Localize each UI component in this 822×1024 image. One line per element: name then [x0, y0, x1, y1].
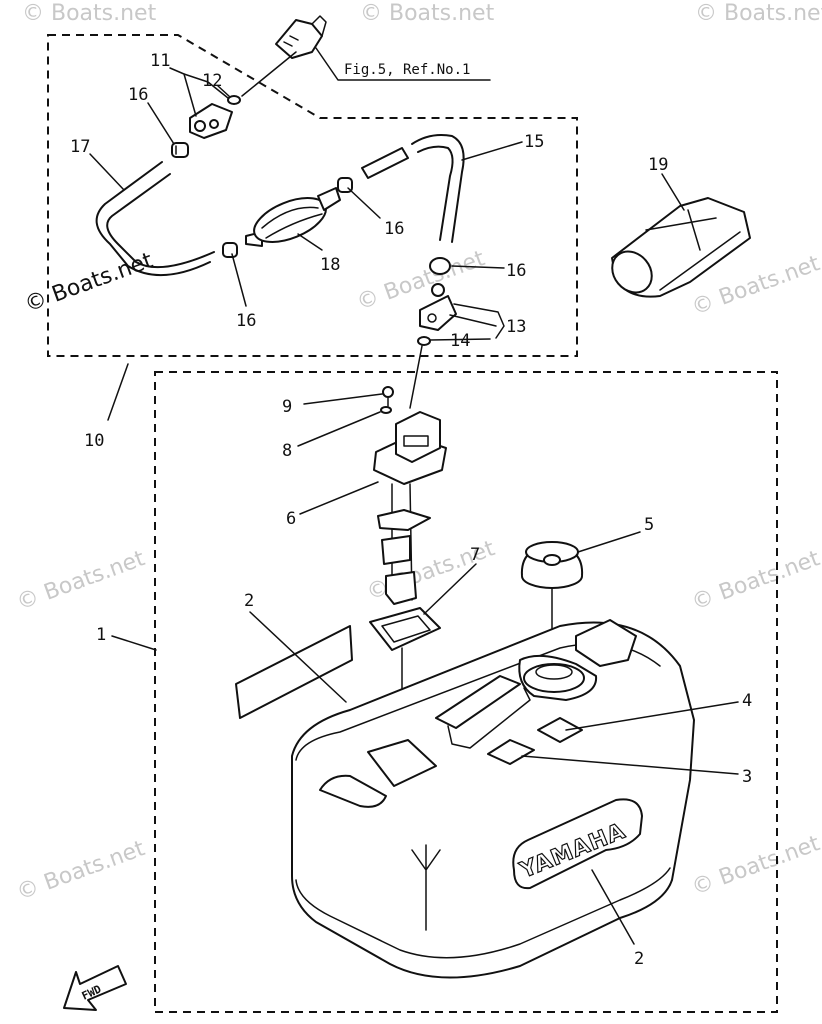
part-12-o-ring — [227, 95, 241, 105]
engine-fuel-connector — [241, 15, 327, 97]
watermark: © Boats.net — [360, 1, 495, 26]
part-16-clamp-right — [429, 257, 451, 275]
callout-18: 18 — [320, 255, 340, 275]
watermark: © Boats.net — [689, 831, 822, 901]
callout-4: 4 — [742, 691, 752, 711]
callout-15: 15 — [524, 132, 544, 152]
tank-group-outline — [154, 371, 778, 1013]
callout-12: 12 — [202, 71, 222, 91]
callout-16-upper-left: 16 — [128, 85, 148, 105]
watermark: © Boats.net — [695, 1, 822, 26]
forward-direction-arrow: FWD — [63, 965, 127, 1011]
callout-8: 8 — [282, 441, 292, 461]
part-5-filler-cap — [520, 541, 584, 661]
callout-1: 1 — [96, 625, 106, 645]
part-9-screw — [382, 386, 394, 407]
callout-2-decal: 2 — [634, 949, 644, 969]
callout-17: 17 — [70, 137, 90, 157]
assembly-line — [409, 345, 423, 409]
callout-16-lower-left: 16 — [236, 311, 256, 331]
callout-numbers: 10 11 12 16 17 15 16 18 16 16 13 14 19 9… — [70, 51, 752, 969]
callout-14: 14 — [450, 331, 470, 351]
callout-5: 5 — [644, 515, 654, 535]
part-16-clamp-lower-left — [222, 242, 238, 258]
callout-19: 19 — [648, 155, 668, 175]
watermark: © Boats.net — [14, 546, 149, 616]
watermark: © Boats.net — [14, 836, 149, 906]
reference-leader — [315, 47, 491, 81]
leader-lines — [89, 67, 739, 945]
reference-note: Fig.5, Ref.No.1 — [344, 62, 470, 78]
callout-7: 7 — [470, 545, 480, 565]
hose-kit-group-outline — [47, 34, 578, 357]
watermark-dark: © Boats.net — [22, 248, 157, 318]
callout-2-label: 2 — [244, 591, 254, 611]
part-16-clamp-upper-left — [171, 142, 189, 158]
part-19-cover — [611, 197, 751, 298]
part-14-o-ring — [417, 336, 431, 346]
callout-3: 3 — [742, 767, 752, 787]
part-2-label-left — [235, 625, 353, 719]
part-13-connector — [419, 283, 457, 331]
callout-16-middle: 16 — [384, 219, 404, 239]
callout-11: 11 — [150, 51, 170, 71]
part-1-fuel-tank: YAMAHA — [291, 619, 695, 979]
watermark: © Boats.net — [354, 246, 489, 316]
part-11-connector — [189, 103, 233, 139]
watermark: © Boats.net — [22, 1, 157, 26]
part-8-washer — [380, 406, 392, 414]
callout-6: 6 — [286, 509, 296, 529]
callout-16-right: 16 — [506, 261, 526, 281]
short-hose-segment — [361, 147, 409, 179]
part-17-hose-inner — [106, 173, 215, 269]
watermark: © Boats.net — [689, 546, 822, 616]
callout-13: 13 — [506, 317, 526, 337]
part-15-hose-inner — [417, 145, 454, 241]
part-15-hose-outer — [411, 134, 465, 243]
part-6-fuel-gauge — [373, 411, 447, 605]
callout-10: 10 — [84, 431, 104, 451]
part-18-primer-bulb — [245, 187, 341, 247]
callout-9: 9 — [282, 397, 292, 417]
part-17-hose-outer — [95, 161, 211, 276]
